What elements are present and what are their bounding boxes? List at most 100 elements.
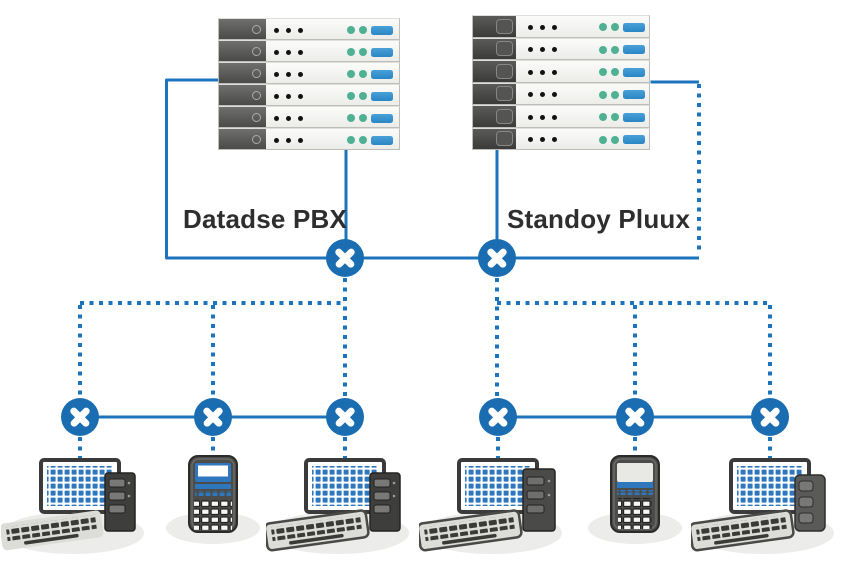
status-led <box>611 45 619 54</box>
server-stack-standby <box>472 15 650 150</box>
activity-bar <box>623 90 645 99</box>
handle-icon <box>496 18 513 34</box>
tower <box>794 474 826 532</box>
status-led <box>611 90 619 99</box>
drive-dot <box>286 27 291 33</box>
status-led <box>611 113 619 121</box>
x-circle-icon <box>61 398 99 436</box>
server-unit <box>218 62 400 84</box>
status-led <box>347 92 355 100</box>
server-handle <box>219 41 266 61</box>
x-circle-icon <box>479 398 517 436</box>
switch-node-bottom-4 <box>479 398 517 436</box>
drive-dot <box>298 93 303 99</box>
server-unit <box>218 40 400 62</box>
power-icon <box>252 24 261 34</box>
x-circle-icon <box>751 398 789 436</box>
terminal-screen <box>617 463 653 482</box>
device-workstation <box>0 455 151 565</box>
drive-dot <box>286 93 291 99</box>
server-unit <box>218 128 400 150</box>
switch-node-middle-2 <box>478 239 516 277</box>
drive-dot <box>552 24 557 30</box>
power-icon <box>252 68 261 78</box>
keyboard <box>263 509 370 552</box>
switch-node-bottom-3 <box>326 398 364 436</box>
server-handle <box>473 128 516 149</box>
monitor-screen <box>737 466 803 506</box>
drive-dot <box>540 24 545 30</box>
x-circle-icon <box>326 398 364 436</box>
server-unit <box>218 18 400 40</box>
server-handle <box>219 19 266 39</box>
status-led <box>611 135 619 144</box>
x-circle-icon <box>616 398 654 436</box>
keyboard <box>688 509 795 552</box>
terminal-display <box>198 465 228 477</box>
status-led <box>359 48 367 56</box>
status-led <box>599 135 607 144</box>
activity-bar <box>623 45 645 54</box>
switch-node-bottom-5 <box>616 398 654 436</box>
drive-dot <box>286 115 291 121</box>
server-handle <box>473 61 516 82</box>
link-primary-backbone <box>165 78 699 260</box>
server-handle <box>219 129 266 149</box>
drive-dot <box>552 92 557 97</box>
status-led <box>347 136 355 144</box>
drive-dot <box>274 27 279 33</box>
drive-dot <box>274 137 279 143</box>
device-handheld-terminal <box>585 452 685 557</box>
drive-dot <box>552 137 557 142</box>
power-icon <box>252 90 261 100</box>
server-handle <box>473 106 516 127</box>
activity-bar <box>371 113 393 123</box>
drive-dot <box>552 114 557 120</box>
drive-dot <box>298 27 303 33</box>
drive-dot <box>528 24 533 30</box>
drive-dot <box>286 137 291 143</box>
server-unit <box>472 127 650 150</box>
tower <box>369 472 401 532</box>
server-stack-primary <box>218 18 400 150</box>
function-keys <box>195 491 231 496</box>
status-led <box>611 23 619 31</box>
drive-dot <box>540 47 545 52</box>
drive-dot <box>528 114 533 120</box>
drive-dot <box>298 115 303 121</box>
status-led <box>359 26 367 34</box>
drive-dot <box>528 137 533 142</box>
drive-dot <box>298 71 303 77</box>
status-led <box>347 70 355 78</box>
status-led <box>599 113 607 121</box>
device-workstation <box>263 455 416 565</box>
status-led <box>599 45 607 54</box>
server-unit <box>472 37 650 60</box>
status-led <box>359 114 367 122</box>
switch-node-bottom-1 <box>61 398 99 436</box>
status-led <box>347 114 355 122</box>
server-handle <box>473 16 516 37</box>
drive-dot <box>552 47 557 52</box>
status-led <box>599 90 607 99</box>
handle-icon <box>496 131 513 147</box>
server-unit <box>472 105 650 128</box>
server-unit <box>472 15 650 38</box>
tower <box>104 472 136 532</box>
drive-dot <box>274 71 279 77</box>
drive-dot <box>540 92 545 97</box>
tower <box>522 468 556 532</box>
status-led <box>599 68 607 76</box>
drive-dot <box>528 47 533 52</box>
server-unit <box>218 84 400 106</box>
drive-dot <box>540 137 545 142</box>
status-led <box>359 70 367 78</box>
drive-dot <box>274 115 279 121</box>
drive-dot <box>286 49 291 55</box>
drive-dot <box>298 49 303 55</box>
server-unit <box>472 82 650 105</box>
status-led <box>347 26 355 34</box>
server-handle <box>219 107 266 127</box>
activity-bar <box>371 47 393 57</box>
